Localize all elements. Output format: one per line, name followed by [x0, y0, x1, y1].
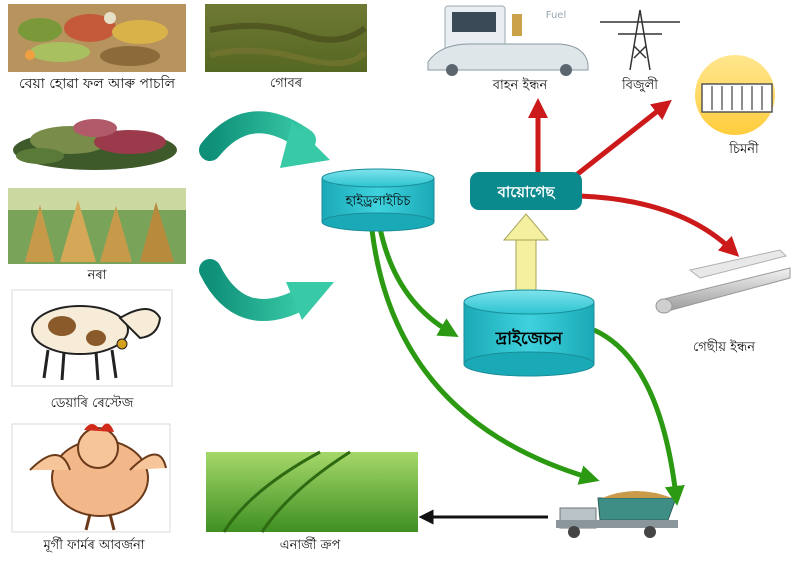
biogas-label: বায়োগেছ [497, 183, 555, 201]
cow-dung-image [205, 4, 368, 72]
fuel-pump-image [425, 4, 590, 76]
label-heat: চিমনী [729, 142, 759, 157]
label-cow-dung: গোবৰ [269, 76, 303, 91]
hydrolysis-cylinder [321, 168, 435, 232]
label-gas-fuel: গেছীয় ইন্ধন [693, 340, 755, 355]
label-vehicle-fuel: বাহন ইন্ধন [492, 78, 548, 93]
label-poultry: মূৰ্গী ফাৰ্মৰ আবৰ্জনা [43, 538, 145, 553]
label-straw: নৰা [87, 268, 107, 283]
label-energy-crop: এনাৰ্জী ক্ৰপ [279, 538, 341, 553]
biogas-box [470, 172, 582, 210]
digestion-cylinder [463, 289, 595, 377]
pipeline-image [655, 249, 791, 314]
label-electricity: বিজুলী [622, 78, 658, 93]
yellow-arrow [502, 213, 550, 295]
truck-image [556, 491, 678, 538]
food-waste-image [8, 4, 186, 72]
chicken-image [11, 423, 171, 533]
label-dairy: ডেয়াৰি ৰেস্টেজ [50, 396, 134, 411]
heater-image [695, 55, 775, 135]
digestion-label: দ্ৰাইজেচন [495, 329, 563, 349]
straw-image [8, 188, 186, 264]
leaves-image [8, 108, 186, 172]
teal-arrow-bottom [199, 259, 334, 321]
energy-crop-image [206, 450, 418, 533]
cow-image [11, 289, 173, 387]
label-food-waste: বেয়া হোৱা ফল আৰু পাচলি [18, 76, 176, 92]
green-arrows [369, 227, 685, 506]
hydrolysis-label: হাইড্ৰলাইচিচ [345, 194, 411, 209]
fuel-pump-text: Fuel [545, 10, 567, 21]
power-tower-image [600, 9, 680, 71]
red-arrows [528, 98, 740, 257]
teal-arrow-top [199, 111, 330, 168]
